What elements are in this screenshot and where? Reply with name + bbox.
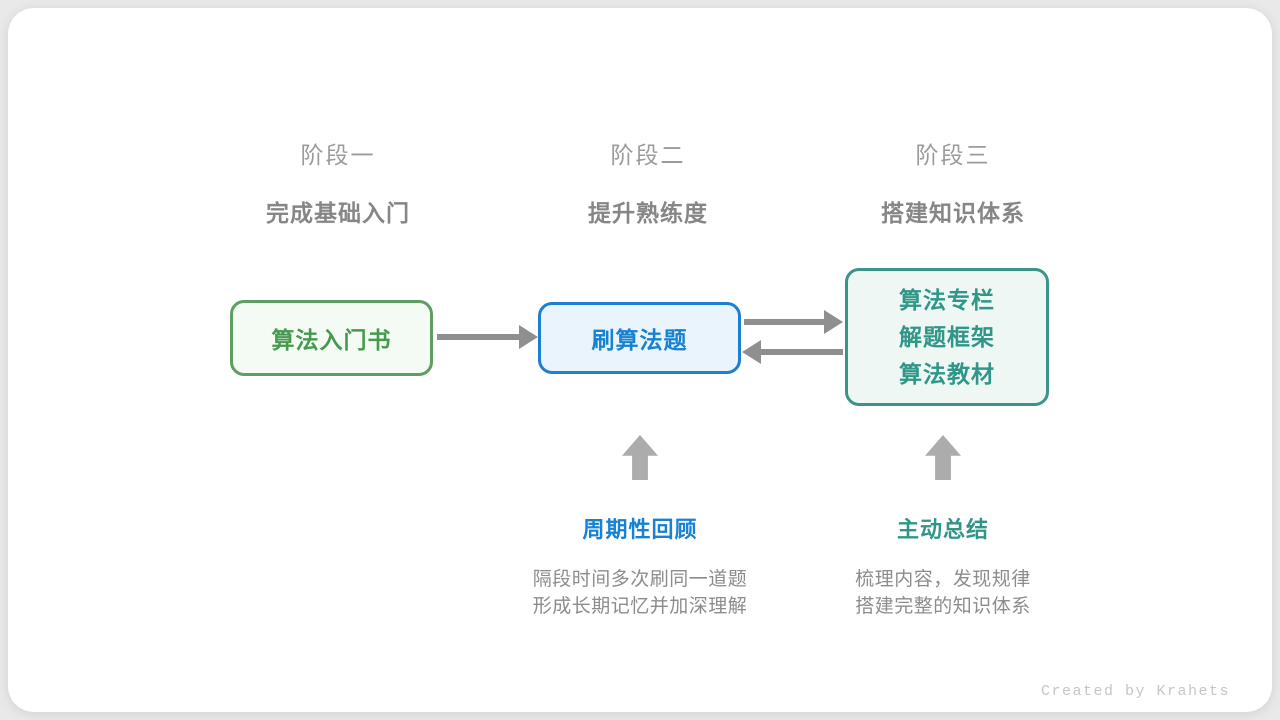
annotation-desc-line: 隔段时间多次刷同一道题 xyxy=(532,569,748,590)
arrow-right-stage1-to-stage2-icon xyxy=(437,325,538,349)
stage-header-3: 阶段三 搭建知识体系 xyxy=(813,136,1093,228)
stage-3-title: 阶段三 xyxy=(915,142,991,168)
annotation-desc-line: 梳理内容，发现规律 xyxy=(855,569,1031,590)
diagram-card: 阶段一 完成基础入门 阶段二 提升熟练度 阶段三 搭建知识体系 算法入门书 刷算… xyxy=(8,8,1272,712)
annotation-desc-line: 形成长期记忆并加深理解 xyxy=(532,596,748,617)
credit-text: Created by Krahets xyxy=(1040,683,1230,700)
annotation-description: 隔段时间多次刷同一道题 形成长期记忆并加深理解 xyxy=(470,566,810,620)
arrow-up-active-summary-icon xyxy=(925,435,961,480)
stage-2-subtitle: 提升熟练度 xyxy=(588,200,708,226)
arrow-left-stage3-to-stage2-icon xyxy=(742,340,843,364)
node-label: 算法专栏 xyxy=(899,286,995,313)
stage-1-title: 阶段一 xyxy=(300,142,376,168)
annotation-desc-line: 搭建完整的知识体系 xyxy=(855,596,1031,617)
annotation-title: 主动总结 xyxy=(896,517,989,542)
arrow-up-periodic-review-icon xyxy=(622,435,658,480)
stage-1-subtitle: 完成基础入门 xyxy=(266,200,410,226)
node-label: 解题框架 xyxy=(899,323,995,350)
node-label: 算法教材 xyxy=(899,360,995,387)
node-label: 算法入门书 xyxy=(271,327,392,353)
stage-2-title: 阶段二 xyxy=(610,142,686,168)
annotation-description: 梳理内容，发现规律 搭建完整的知识体系 xyxy=(773,566,1113,620)
annotation-title: 周期性回顾 xyxy=(582,517,698,542)
arrow-right-stage2-to-stage3-icon xyxy=(744,310,843,334)
node-label: 刷算法题 xyxy=(591,327,688,353)
stage-header-1: 阶段一 完成基础入门 xyxy=(198,136,478,228)
stage-header-2: 阶段二 提升熟练度 xyxy=(508,136,788,228)
stage-3-subtitle: 搭建知识体系 xyxy=(881,200,1025,226)
node-practice-problems: 刷算法题 xyxy=(538,302,741,374)
node-algorithm-intro-book: 算法入门书 xyxy=(230,300,433,376)
node-knowledge-resources: 算法专栏 解题框架 算法教材 xyxy=(845,268,1049,406)
annotation-periodic-review: 周期性回顾 隔段时间多次刷同一道题 形成长期记忆并加深理解 xyxy=(470,512,810,620)
annotation-active-summary: 主动总结 梳理内容，发现规律 搭建完整的知识体系 xyxy=(773,512,1113,620)
